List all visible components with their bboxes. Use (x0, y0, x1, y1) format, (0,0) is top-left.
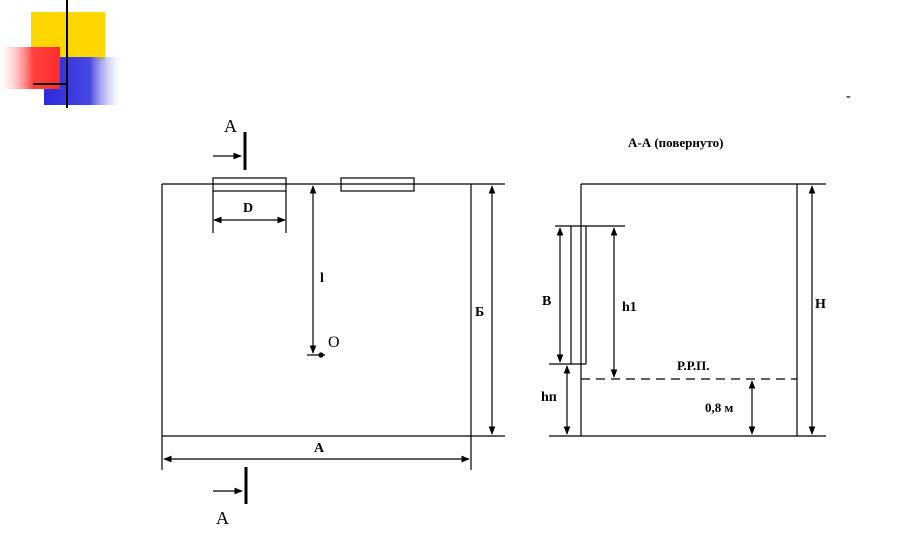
dim-a-width-label: А (314, 441, 325, 456)
decoration: - (0, 0, 897, 108)
section-mark-bottom-label: А (216, 508, 229, 528)
rrp-label: Р.Р.П. (677, 358, 710, 373)
dim-b-side-label: Б (475, 305, 484, 320)
dim-h1-label: h1 (622, 300, 637, 315)
dash-mark: - (846, 89, 851, 104)
dim-b-label: В (542, 294, 551, 309)
section-mark-top-label: А (224, 116, 237, 136)
plan-view (161, 132, 505, 504)
section-title: А-А (повернуто) (628, 135, 723, 150)
red-square (0, 47, 60, 89)
hatch-2 (340, 177, 415, 192)
point-o-dot (318, 352, 324, 358)
hatch-1 (212, 177, 287, 192)
dim-08-label: 0,8 м (705, 400, 734, 415)
section-view (549, 183, 826, 437)
dim-l-label: l (320, 271, 324, 286)
dim-d-label: D (243, 201, 253, 216)
dim-hp-label: hп (541, 390, 557, 405)
dim-h-label: Н (815, 297, 826, 312)
point-o-label: O (328, 334, 340, 351)
